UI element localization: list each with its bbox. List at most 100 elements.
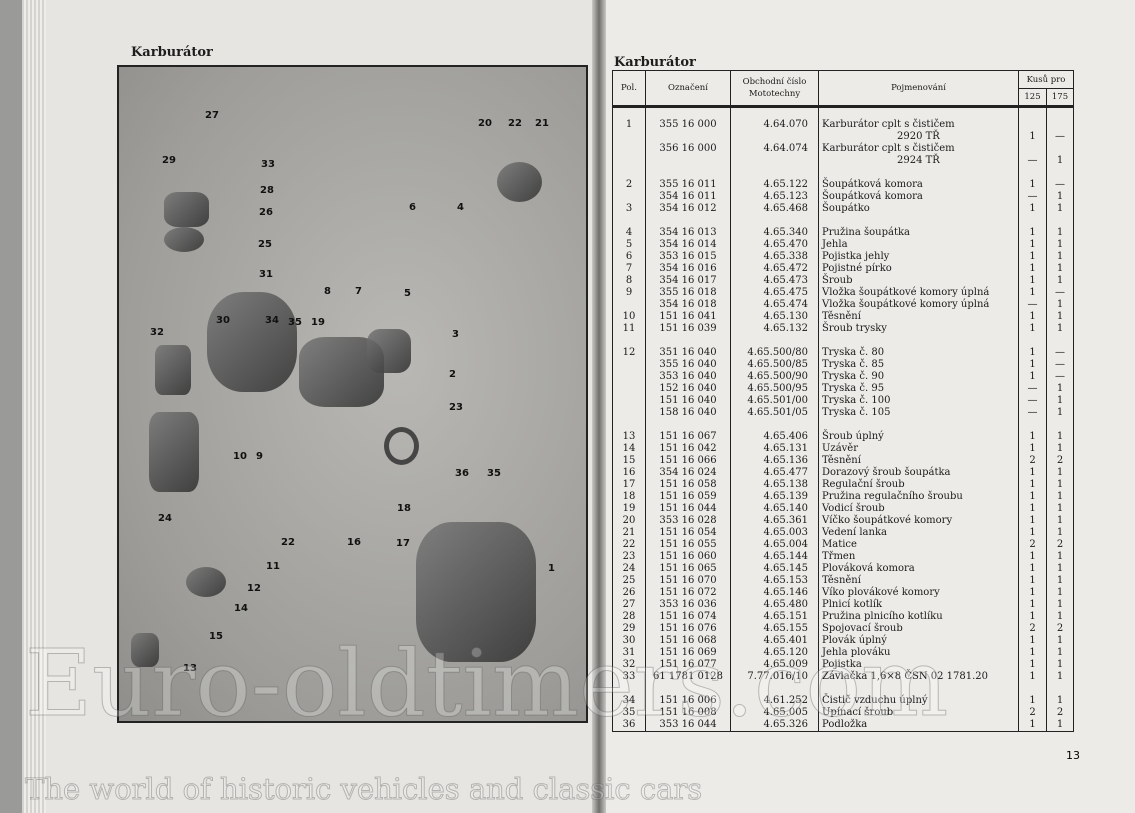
- cell-nazev: Dorazový šroub šoupátka: [818, 466, 1019, 479]
- cell-nazev: Čistič vzduchu úplný: [818, 694, 1019, 707]
- cell-q175: 1: [1046, 502, 1074, 515]
- cell-q125: [1018, 334, 1047, 347]
- cell-oznaceni: 151 16 006: [645, 694, 731, 707]
- cell-q175: —: [1046, 346, 1074, 359]
- cell-pol: 18: [612, 490, 646, 503]
- cell-pol: 32: [612, 658, 646, 671]
- callout-label: 12: [247, 583, 261, 594]
- cell-q175: 1: [1046, 490, 1074, 503]
- cell-oznaceni: 354 16 024: [645, 466, 731, 479]
- cell-cislo: [730, 166, 819, 179]
- cell-q125: [1018, 118, 1047, 131]
- cell-q125: 1: [1018, 502, 1047, 515]
- cell-nazev: Tryska č. 85: [818, 358, 1019, 371]
- cell-oznaceni: 151 16 054: [645, 526, 731, 539]
- cell-nazev: [818, 418, 1019, 431]
- cell-nazev: Pružina regulačního šroubu: [818, 490, 1019, 503]
- cell-nazev: [818, 334, 1019, 347]
- cell-oznaceni: 151 16 039: [645, 322, 731, 335]
- cell-q125: —: [1018, 382, 1047, 395]
- part-cap-14: [186, 567, 226, 597]
- cell-pol: 33: [612, 670, 646, 683]
- cell-oznaceni: 355 16 040: [645, 358, 731, 371]
- cell-pol: 27: [612, 598, 646, 611]
- col-125: 125: [1018, 88, 1047, 108]
- cell-pol: [612, 358, 646, 371]
- cell-q125: [1018, 106, 1047, 119]
- cell-oznaceni: 355 16 011: [645, 178, 731, 191]
- cell-q125: 1: [1018, 466, 1047, 479]
- cell-pol: 19: [612, 502, 646, 515]
- cell-pol: 12: [612, 346, 646, 359]
- cell-nazev: Pojistka: [818, 658, 1019, 671]
- callout-label: 15: [209, 631, 223, 642]
- cell-nazev: Těsnění: [818, 310, 1019, 323]
- cell-q175: 1: [1046, 238, 1074, 251]
- cell-nazev: Podložka: [818, 718, 1019, 732]
- cell-oznaceni: 355 16 000: [645, 118, 731, 131]
- cell-q125: 2: [1018, 538, 1047, 551]
- cell-nazev2: 2920 TŘ: [818, 130, 1019, 143]
- cell-oznaceni: [645, 130, 731, 143]
- cell-oznaceni: 151 16 069: [645, 646, 731, 659]
- cell-q125: 1: [1018, 478, 1047, 491]
- callout-label: 25: [258, 239, 272, 250]
- cell-nazev: Tryska č. 90: [818, 370, 1019, 383]
- cell-q175: 1: [1046, 406, 1074, 419]
- cell-pol: 16: [612, 466, 646, 479]
- cell-cislo: [730, 418, 819, 431]
- cell-pol: 35: [612, 706, 646, 719]
- cell-oznaceni: 151 16 042: [645, 442, 731, 455]
- spacer-row: [612, 682, 1074, 695]
- cell-q175: 1: [1046, 646, 1074, 659]
- cell-q125: 1: [1018, 694, 1047, 707]
- cell-pol: 7: [612, 262, 646, 275]
- callout-label: 23: [449, 402, 463, 413]
- cell-nazev: Vložka šoupátkové komory úplná: [818, 298, 1019, 311]
- cell-q175: 1: [1046, 190, 1074, 203]
- cell-oznaceni: 151 16 065: [645, 562, 731, 575]
- cell-q175: 1: [1046, 598, 1074, 611]
- callout-label: 20: [478, 118, 492, 129]
- cell-oznaceni: 354 16 012: [645, 202, 731, 215]
- cell-oznaceni: [645, 214, 731, 227]
- callout-label: 2: [449, 369, 456, 380]
- cell-nazev: Pružina šoupátka: [818, 226, 1019, 239]
- cell-nazev: Třmen: [818, 550, 1019, 563]
- cell-q125: 1: [1018, 526, 1047, 539]
- cell-pol: [612, 370, 646, 383]
- cell-nazev: Šoupátková komora: [818, 178, 1019, 191]
- cell-oznaceni: 151 16 074: [645, 610, 731, 623]
- cell-nazev: Šoupátková komora: [818, 190, 1019, 203]
- callout-label: 35: [487, 468, 501, 479]
- part-clamp-23: [384, 427, 419, 465]
- callout-label: 16: [347, 537, 361, 548]
- cell-pol: 29: [612, 622, 646, 635]
- cell-pol: 26: [612, 586, 646, 599]
- cell-q175: [1046, 418, 1074, 431]
- cell-nazev: Tryska č. 100: [818, 394, 1019, 407]
- table-row: 2924 TŘ—1: [612, 154, 1074, 167]
- cell-pol: [612, 298, 646, 311]
- cell-nazev: Tryska č. 95: [818, 382, 1019, 395]
- cell-cislo: 4.65.153: [730, 574, 819, 587]
- cell-oznaceni: 351 16 040: [645, 346, 731, 359]
